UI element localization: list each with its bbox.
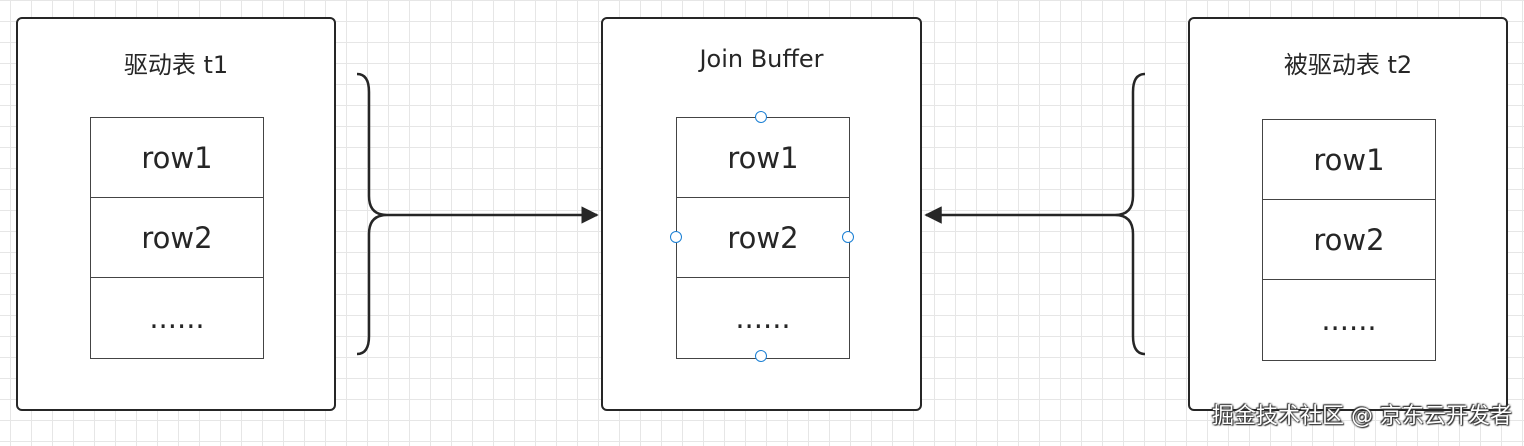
buffer-row-2: row2 xyxy=(677,198,849,278)
driver-row-1: row1 xyxy=(91,118,263,198)
resize-handle-top[interactable] xyxy=(755,111,767,123)
buffer-row-ellipsis: ...... xyxy=(735,301,791,335)
buffer-row-1: row1 xyxy=(677,118,849,198)
driver-table-title: 驱动表 t1 xyxy=(123,51,229,79)
join-buffer-title: Join Buffer xyxy=(699,45,824,73)
left-brace xyxy=(356,72,388,356)
driver-table-panel[interactable]: 驱动表 t1 row1 row2 ...... xyxy=(16,17,336,411)
resize-handle-bottom[interactable] xyxy=(755,350,767,362)
driven-table-panel[interactable]: 被驱动表 t2 row1 row2 ...... xyxy=(1188,17,1508,411)
watermark-text: 掘金技术社区 @ 京东云开发者 xyxy=(1212,404,1512,429)
driven-row-2: row2 xyxy=(1263,200,1435,280)
resize-handle-left[interactable] xyxy=(670,231,682,243)
driver-table-rows: row1 row2 ...... xyxy=(90,117,264,359)
driven-row-1: row1 xyxy=(1263,120,1435,200)
join-buffer-rows[interactable]: row1 row2 ...... xyxy=(676,117,850,359)
driver-row-ellipsis: ...... xyxy=(149,301,205,335)
driver-row-2: row2 xyxy=(91,198,263,278)
driven-table-title: 被驱动表 t2 xyxy=(1283,51,1413,79)
driven-table-rows: row1 row2 ...... xyxy=(1262,119,1436,361)
driven-row-ellipsis: ...... xyxy=(1321,303,1377,337)
resize-handle-right[interactable] xyxy=(842,231,854,243)
right-brace xyxy=(1114,72,1146,356)
join-buffer-panel[interactable]: Join Buffer row1 row2 ...... xyxy=(601,17,922,411)
